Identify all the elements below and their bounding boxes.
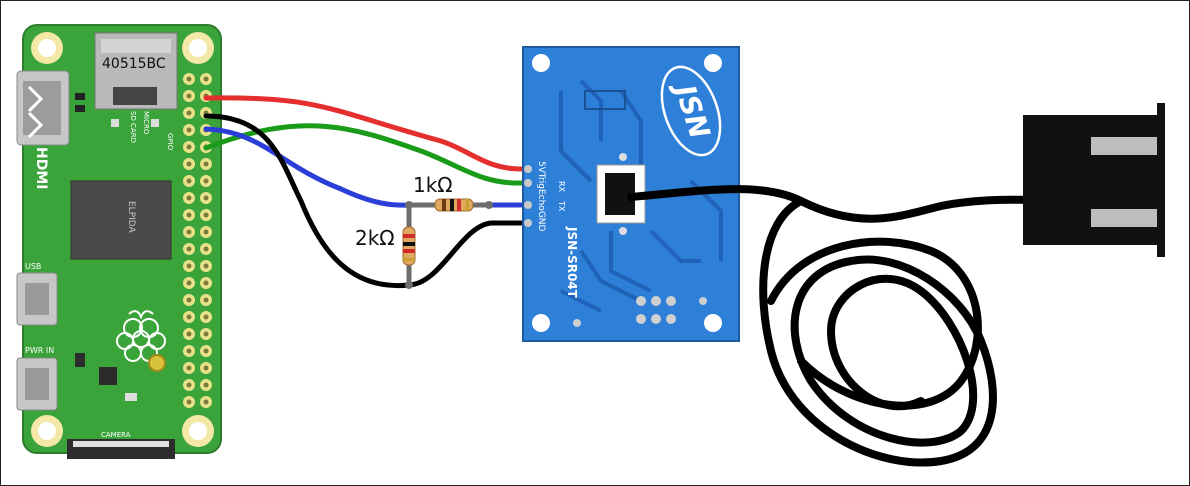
- gpio-pin-hole: [203, 161, 209, 167]
- sensor-cable-connector: [596, 153, 646, 235]
- gpio-pin-hole: [186, 263, 192, 269]
- gpio-pin-hole: [203, 212, 209, 218]
- raspberry-pi-zero-board: 40515BC MICRO SD CARD GPIO HDMI ELPIDA U…: [16, 24, 222, 459]
- rx-label: RX: [557, 181, 566, 193]
- ultrasonic-transducer: [1023, 103, 1165, 257]
- gpio-pin-hole: [186, 348, 192, 354]
- sensor-pin-labels: 5VTrigEchoGND: [536, 161, 546, 232]
- gpio-pin-hole: [186, 297, 192, 303]
- usb-connector: [16, 272, 58, 326]
- hdmi-label: HDMI: [33, 147, 49, 189]
- gpio-pin-hole: [186, 195, 192, 201]
- gpio-pin-hole: [203, 246, 209, 252]
- gpio-pin-hole: [203, 195, 209, 201]
- gpio-pin-hole: [203, 297, 209, 303]
- micro-label: MICRO: [142, 111, 150, 135]
- gpio-pin-hole: [203, 331, 209, 337]
- tx-label: TX: [557, 200, 566, 212]
- gpio-pin-hole: [203, 76, 209, 82]
- gpio-pin-hole: [203, 280, 209, 286]
- gpio-pin-hole: [203, 263, 209, 269]
- gpio-pin-hole: [203, 365, 209, 371]
- gpio-header: [183, 73, 212, 408]
- gpio-pin-hole: [203, 229, 209, 235]
- sensor-model-label: JSN-SR04T: [565, 226, 579, 299]
- pwr-in-label: PWR IN: [25, 346, 54, 355]
- gpio-pin-hole: [186, 399, 192, 405]
- gpio-pin-hole: [186, 280, 192, 286]
- raspberry-logo-icon: [116, 310, 166, 362]
- wires: [203, 95, 524, 289]
- camera-label: CAMERA: [101, 431, 131, 439]
- sensor-pin-pads: [524, 165, 532, 227]
- gnd-wire: [203, 113, 524, 289]
- gpio-pin-hole: [186, 178, 192, 184]
- gpio-pin-hole: [203, 178, 209, 184]
- gpio-pin-hole: [186, 331, 192, 337]
- gpio-pin-hole: [186, 76, 192, 82]
- vcc-wire: [203, 95, 524, 172]
- usb-label: USB: [25, 262, 41, 271]
- voltage-divider: 1kΩ 2kΩ: [355, 173, 493, 289]
- trig-wire: [203, 123, 524, 186]
- gpio-pin-hole: [186, 382, 192, 388]
- ram-chip: ELPIDA: [70, 180, 172, 260]
- gpio-label: GPIO: [166, 133, 174, 151]
- transducer-cable: [627, 185, 1090, 467]
- power-connector: [16, 357, 58, 411]
- resistor-2k: [402, 226, 416, 266]
- sd-card-slot: 40515BC: [94, 32, 178, 110]
- gpio-pin-hole: [186, 314, 192, 320]
- gpio-pin-hole: [186, 93, 192, 99]
- gpio-pin-hole: [203, 382, 209, 388]
- camera-connector: [67, 439, 175, 459]
- gpio-pin-hole: [203, 314, 209, 320]
- hdmi-connector: [16, 70, 70, 146]
- gpio-pin-hole: [186, 127, 192, 133]
- resistor-1k-label: 1kΩ: [413, 173, 453, 197]
- echo-wire: [203, 126, 524, 208]
- gpio-pin-hole: [203, 399, 209, 405]
- gpio-pin-hole: [186, 110, 192, 116]
- gpio-pin-hole: [186, 229, 192, 235]
- elpida-label: ELPIDA: [126, 201, 136, 234]
- resistor-2k-label: 2kΩ: [355, 226, 395, 250]
- sd-card-label: SD CARD: [129, 111, 137, 143]
- chip-code-label: 40515BC: [102, 56, 166, 72]
- mounting-holes: [31, 32, 214, 447]
- gpio-pin-hole: [186, 365, 192, 371]
- gpio-pin-hole: [186, 161, 192, 167]
- gpio-pin-hole: [186, 246, 192, 252]
- resistor-1k: [434, 198, 474, 212]
- gpio-pin-hole: [186, 144, 192, 150]
- gpio-pin-hole: [203, 348, 209, 354]
- gpio-pin-hole: [186, 212, 192, 218]
